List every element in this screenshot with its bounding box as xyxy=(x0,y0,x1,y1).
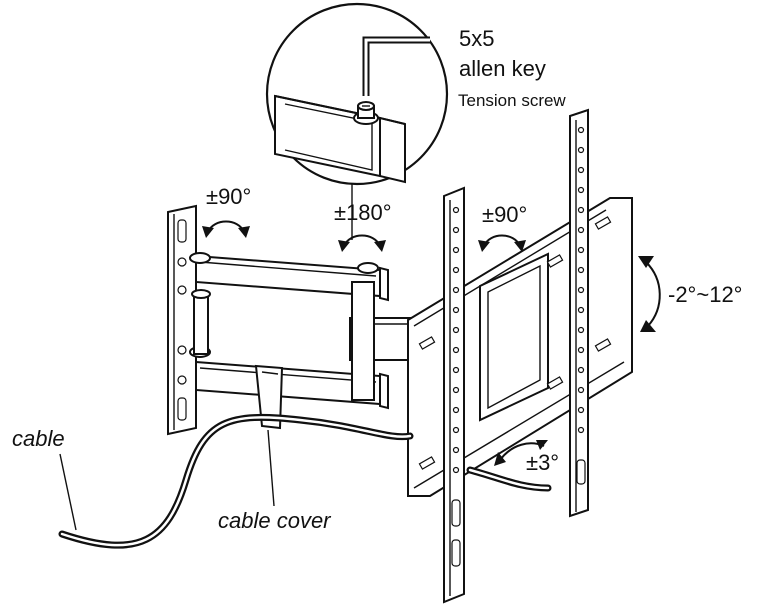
rotation-arrow-icon xyxy=(338,234,386,252)
level-adjust-arrow-icon xyxy=(494,440,548,466)
vertical-rail-left xyxy=(443,186,465,604)
mid-swivel-label: ±180° xyxy=(334,200,392,225)
wall-plate xyxy=(167,204,197,436)
tilt-arrow-icon xyxy=(638,256,661,332)
cable-label: cable xyxy=(12,426,65,451)
vertical-rail-right xyxy=(569,108,589,518)
wall-swivel-label: ±90° xyxy=(206,184,251,209)
rotation-arrow-icon xyxy=(478,234,526,252)
tension-screw-label: Tension screw xyxy=(458,91,566,110)
tension-screw-icon xyxy=(353,101,379,125)
tilt-range-label: -2°~12° xyxy=(668,282,742,307)
detail-magnifier xyxy=(265,2,449,240)
level-adjust-label: ±3° xyxy=(526,450,559,475)
allen-key-icon xyxy=(362,36,430,96)
cable-cover-label: cable cover xyxy=(218,508,332,533)
allen-key-label: allen key xyxy=(459,56,546,81)
allen-key-size-label: 5x5 xyxy=(459,26,494,51)
arm-link xyxy=(191,289,211,355)
head-swivel-label: ±90° xyxy=(482,202,527,227)
cable xyxy=(58,413,552,549)
upper-arm xyxy=(189,252,389,302)
rotation-arrow-icon xyxy=(202,220,250,238)
cable-cover xyxy=(254,364,284,430)
